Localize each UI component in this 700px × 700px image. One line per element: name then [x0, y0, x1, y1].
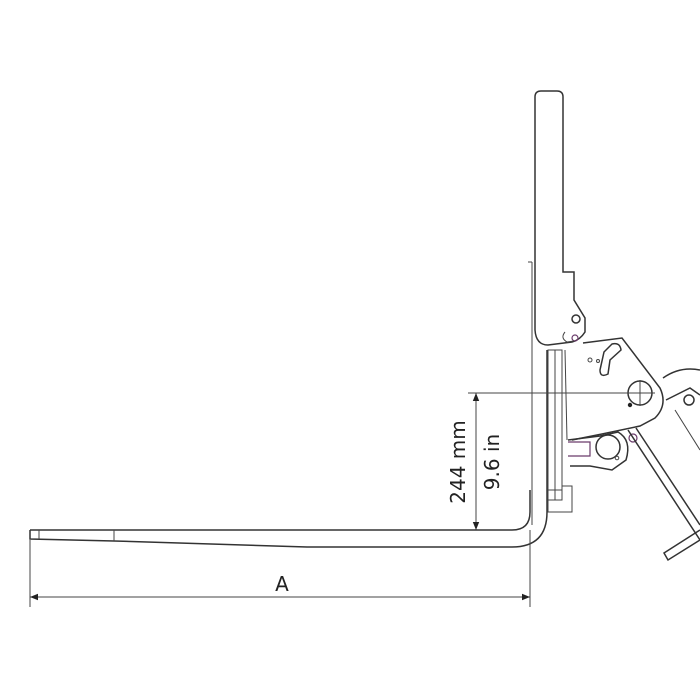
- height-mm-label: 244 mm: [446, 420, 470, 504]
- fork-upright: [528, 90, 586, 525]
- height-dimension: 244 mm 9.6 in: [446, 392, 640, 530]
- hook-mechanism: [567, 337, 700, 562]
- carriage-plates: [547, 349, 573, 513]
- length-dimension: A: [29, 530, 531, 607]
- length-label: A: [275, 572, 289, 596]
- height-in-label: 9.6 in: [480, 434, 504, 490]
